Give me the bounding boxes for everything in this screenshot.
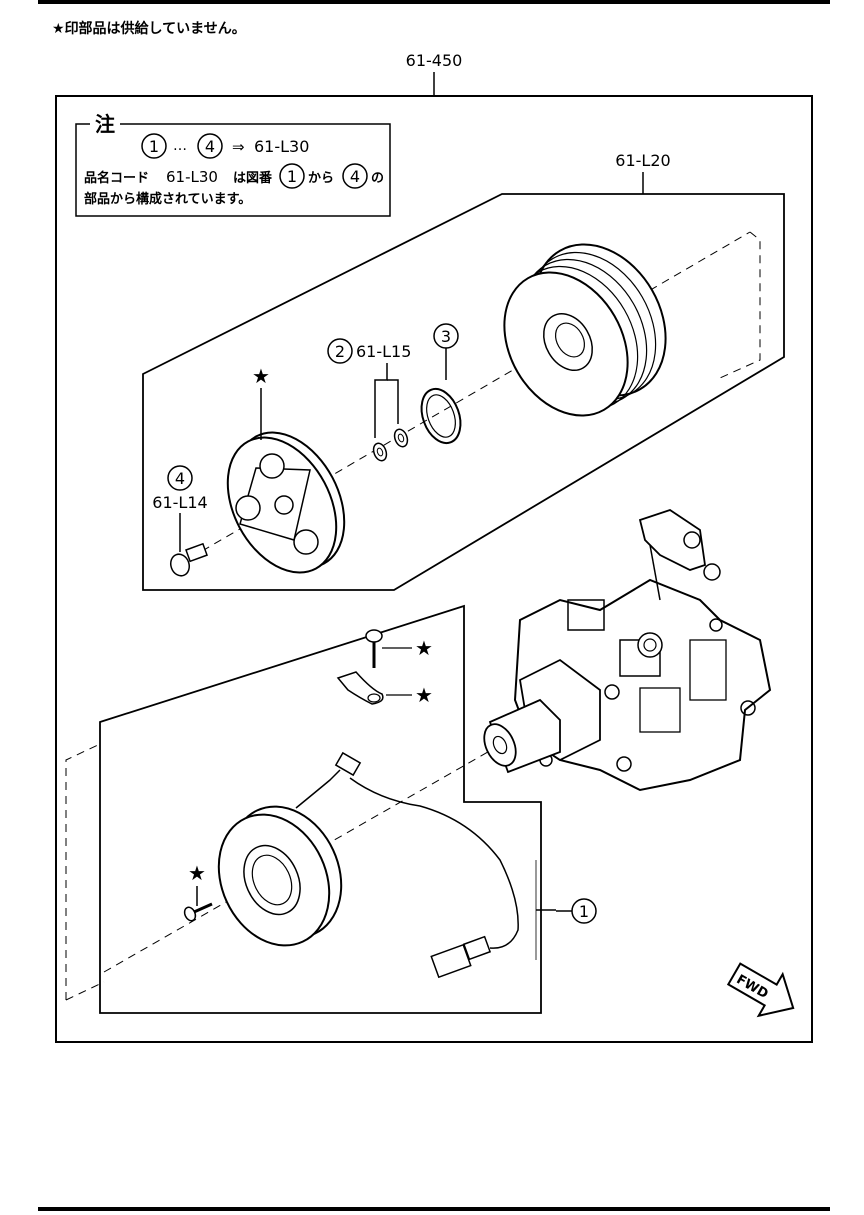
- header-note: ★印部品は供給していません。: [52, 18, 246, 38]
- header-note-text: 印部品は供給していません。: [64, 21, 246, 37]
- coil-screw-icon: [183, 902, 213, 922]
- coil-wire-icon: [295, 751, 519, 979]
- circle-4-icon: [197, 133, 223, 159]
- fwd-arrow-icon: FWD: [726, 962, 795, 1018]
- note-dots: …: [173, 138, 187, 154]
- star-icon: ★: [415, 636, 433, 660]
- clutch-group-frame: [142, 193, 785, 591]
- circle-1-icon: [279, 163, 305, 189]
- circle-4-icon: [342, 163, 368, 189]
- callout-4-circle: [167, 465, 193, 491]
- group-label-61-L20: 61-L20: [615, 151, 670, 170]
- callout-2-circle: [327, 338, 353, 364]
- note-line2-code: 61-L30: [166, 168, 218, 186]
- star-icon: ★: [252, 364, 270, 388]
- field-coil-icon: [217, 805, 343, 947]
- callout-4-code: 61-L14: [152, 493, 207, 512]
- note-code: 61-L30: [254, 137, 309, 156]
- callout-4-number: 4: [175, 469, 185, 488]
- bolt-icon: [169, 542, 208, 577]
- circle-1-icon: [141, 133, 167, 159]
- pulley-icon: [503, 243, 667, 417]
- shim-icon: [372, 428, 409, 462]
- callout-2-leader-left: [374, 363, 388, 438]
- clip-icon: [336, 671, 384, 705]
- assembly-frame: [55, 95, 813, 1043]
- snap-ring-icon: [420, 387, 462, 445]
- clutch-hub-icon: [226, 431, 346, 574]
- star-icon: ★: [52, 21, 65, 37]
- note-circle-4: 4: [205, 137, 215, 156]
- coil-dashed-outline: [65, 743, 101, 1000]
- note-box: 注 1 … 4 ⇒ 61-L30 品名コード 61-L30 は図番 1 から 4…: [75, 112, 391, 217]
- pulley-dashed-outline: [719, 231, 761, 379]
- note-line2-c1: 1: [287, 167, 297, 186]
- callout-3-number: 3: [441, 327, 451, 346]
- field-coil-group-frame: [99, 604, 542, 1014]
- star-icon: ★: [188, 861, 206, 885]
- star-icon: ★: [415, 683, 433, 707]
- note-line2-c2: 4: [350, 167, 360, 186]
- callout-2-leader-right: [387, 379, 399, 424]
- note-line2-mid: は図番: [233, 170, 273, 186]
- clutch-axis-line: [177, 231, 751, 566]
- note-line3: 部品から構成されています。: [84, 191, 251, 207]
- coil-dashed-outline: [65, 981, 105, 1001]
- top-rule: [38, 0, 830, 4]
- note-title: 注: [95, 112, 115, 136]
- callout-2-code: 61-L15: [356, 342, 411, 361]
- note-circle-1: 1: [149, 137, 159, 156]
- note-line2-from: から: [308, 171, 334, 186]
- callout-2-number: 2: [335, 342, 345, 361]
- note-line2-prefix: 品名コード: [84, 170, 149, 186]
- compressor-icon: [483, 509, 772, 792]
- assembly-label: 61-450: [406, 51, 463, 70]
- bottom-rule: [38, 1207, 830, 1211]
- note-line2-suffix: の: [371, 171, 384, 186]
- callout-1-number: 1: [579, 902, 589, 921]
- note-arrow: ⇒: [232, 138, 245, 156]
- screw-icon: [365, 629, 383, 668]
